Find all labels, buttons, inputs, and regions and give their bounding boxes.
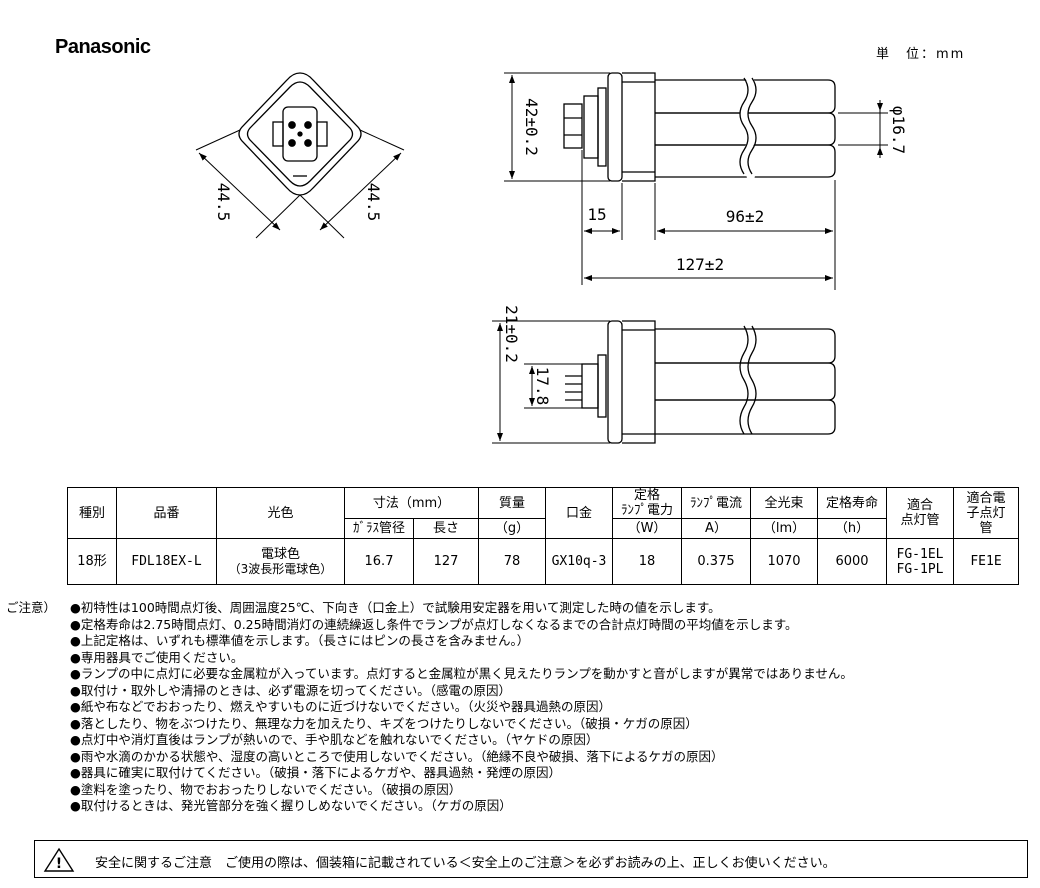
th-electronic: 適合電子点灯管	[953, 487, 1019, 539]
dim-total-length: 127±2	[676, 255, 724, 274]
dim-diag-left: 44.5	[214, 183, 233, 222]
th-life: 定格寿命	[817, 487, 887, 519]
diagonal-dimensions	[195, 129, 405, 239]
warning-icon: !	[43, 847, 75, 872]
table-row: 18形 FDL18EX-L 電球色（3波長形電球色） 16.7 127 78 G…	[67, 538, 1019, 585]
cell-color: 電球色（3波長形電球色）	[216, 538, 345, 585]
th-ballast: 適合点灯管	[886, 487, 954, 539]
th-flux-unit: （lm）	[750, 518, 818, 539]
cell-base: GX10q-3	[545, 538, 613, 585]
th-product: 品番	[116, 487, 217, 539]
cell-dia: 16.7	[344, 538, 414, 585]
cell-life: 6000	[817, 538, 887, 585]
th-current-unit: A）	[681, 518, 751, 539]
lamp-top-view	[563, 72, 836, 182]
break-lines-side	[739, 325, 757, 435]
th-type: 種別	[67, 487, 117, 539]
th-glass-dia: ｶﾞﾗｽ管径	[344, 518, 414, 539]
dim-height: 42±0.2	[522, 98, 541, 156]
side-view-dimensions	[492, 320, 610, 444]
dim-side-height: 21±0.2	[502, 305, 521, 363]
th-base: 口金	[545, 487, 613, 539]
lamp-side-view	[565, 320, 836, 444]
th-watt: 定格ﾗﾝﾌﾟ電力	[612, 487, 682, 519]
safety-text: 安全に関するご注意 ご使用の際は、個装箱に記載されている＜安全上のご注意＞を必ず…	[95, 856, 836, 871]
dim-diag-right: 44.5	[364, 183, 383, 222]
list-item: 初特性は100時間点灯後、周囲温度25℃、下向き（口金上）で試験用安定器を用いて…	[70, 600, 853, 617]
notes-list: 初特性は100時間点灯後、周囲温度25℃、下向き（口金上）で試験用安定器を用いて…	[6, 600, 853, 815]
cell-current: 0.375	[681, 538, 751, 585]
cell-type: 18形	[67, 538, 117, 585]
list-item: 取付け・取外しや清掃のときは、必ず電源を切ってください。（感電の原因）	[70, 683, 853, 700]
th-dimensions: 寸法（mm）	[344, 487, 479, 519]
list-item: 落としたり、物をぶつけたり、無理な力を加えたり、キズをつけたりしないでください。…	[70, 716, 853, 733]
base-end-view	[238, 72, 362, 196]
list-item: 紙や布などでおおったり、燃えやすいものに近づけないでください。（火災や器具過熱の…	[70, 699, 853, 716]
notes-section: ご注意） 初特性は100時間点灯後、周囲温度25℃、下向き（口金上）で試験用安定…	[6, 600, 853, 815]
technical-drawing: 44.5 44.5 42±0.2 φ16.7	[195, 72, 908, 444]
cell-length: 127	[413, 538, 479, 585]
dim-base-length: 15	[587, 205, 606, 224]
list-item: 器具に確実に取付けてください。（破損・落下によるケガや、器具過熱・発煙の原因）	[70, 765, 853, 782]
cell-watt: 18	[612, 538, 682, 585]
notes-label: ご注意）	[6, 600, 57, 615]
dim-tube-length: 96±2	[726, 207, 765, 226]
top-view-dimensions	[504, 72, 888, 290]
cell-electronic: FE1E	[953, 538, 1019, 585]
cell-product: FDL18EX-L	[116, 538, 217, 585]
th-current: ﾗﾝﾌﾟ電流	[681, 487, 751, 519]
list-item: 取付けるときは、発光管部分を強く握りしめないでください。（ケガの原因）	[70, 798, 853, 815]
list-item: 上記定格は、いずれも標準値を示します。（長さにはピンの長さを含みません。）	[70, 633, 853, 650]
th-watt-unit: （W）	[612, 518, 682, 539]
th-length: 長さ	[413, 518, 479, 539]
spec-table: 種別 品番 光色 寸法（mm） 質量 口金 定格ﾗﾝﾌﾟ電力 ﾗﾝﾌﾟ電流 全光…	[67, 487, 1019, 585]
list-item: 専用器具でご使用ください。	[70, 650, 853, 667]
list-item: ランプの中に点灯に必要な金属粒が入っています。点灯すると金属粒が黒く見えたりラン…	[70, 666, 853, 683]
th-life-unit: （h）	[817, 518, 887, 539]
list-item: 雨や水滴のかかる状態や、湿度の高いところで使用しないでください。（絶縁不良や破損…	[70, 749, 853, 766]
dim-pin-width: 17.8	[533, 367, 552, 406]
list-item: 点灯中や消灯直後はランプが熱いので、手や肌などを触れないでください。（ヤケドの原…	[70, 732, 853, 749]
break-lines	[739, 76, 757, 182]
cell-flux: 1070	[750, 538, 818, 585]
th-mass: 質量	[478, 487, 546, 519]
th-mass-unit: （g）	[478, 518, 546, 539]
brand-logo: Panasonic	[55, 36, 151, 58]
list-item: 定格寿命は2.75時間点灯、0.25時間消灯の連続繰返し条件でランプが点灯しなく…	[70, 617, 853, 634]
safety-notice: ! 安全に関するご注意 ご使用の際は、個装箱に記載されている＜安全上のご注意＞を…	[34, 840, 1028, 878]
th-color: 光色	[216, 487, 345, 539]
th-flux: 全光束	[750, 487, 818, 519]
list-item: 塗料を塗ったり、物でおおったりしないでください。（破損の原因）	[70, 782, 853, 799]
cell-mass: 78	[478, 538, 546, 585]
dim-diameter: φ16.7	[889, 106, 908, 154]
unit-label: 単 位：mm	[876, 47, 966, 62]
svg-text:!: !	[56, 856, 62, 872]
